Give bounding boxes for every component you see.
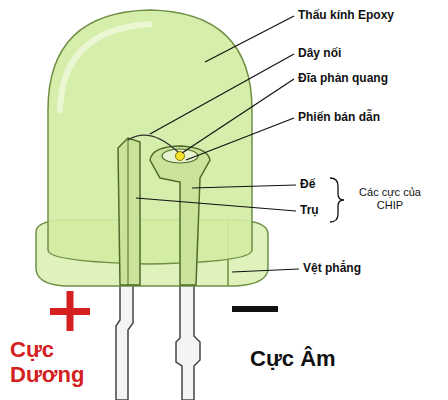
chip-label: Phiến bán dẫn — [298, 111, 380, 125]
lens-highlight — [60, 24, 150, 110]
bracket — [330, 178, 344, 222]
post-edge — [128, 138, 129, 285]
post — [118, 138, 140, 285]
reflector-label: Đĩa phản quang — [298, 72, 388, 86]
anvil-label: Đế — [300, 178, 315, 192]
anode-label: Cực Dương — [10, 337, 110, 388]
flat-spot-label: Vệt phẳng — [303, 262, 361, 276]
leader-lines — [136, 16, 299, 272]
post-label: Trụ — [300, 204, 319, 218]
chip-poles-label: Các cực của CHIP — [350, 186, 430, 211]
plus-sign — [50, 291, 90, 331]
bond-wire — [128, 135, 178, 152]
lens-label: Thấu kính Epoxy — [298, 9, 394, 23]
minus-sign — [232, 306, 278, 312]
cathode-label: Cực Âm — [250, 346, 336, 371]
epoxy-lens — [48, 10, 252, 264]
led-leads — [116, 285, 200, 400]
reflector-cup — [162, 149, 198, 163]
anvil — [150, 146, 210, 285]
wire-label: Dây nối — [298, 47, 341, 61]
